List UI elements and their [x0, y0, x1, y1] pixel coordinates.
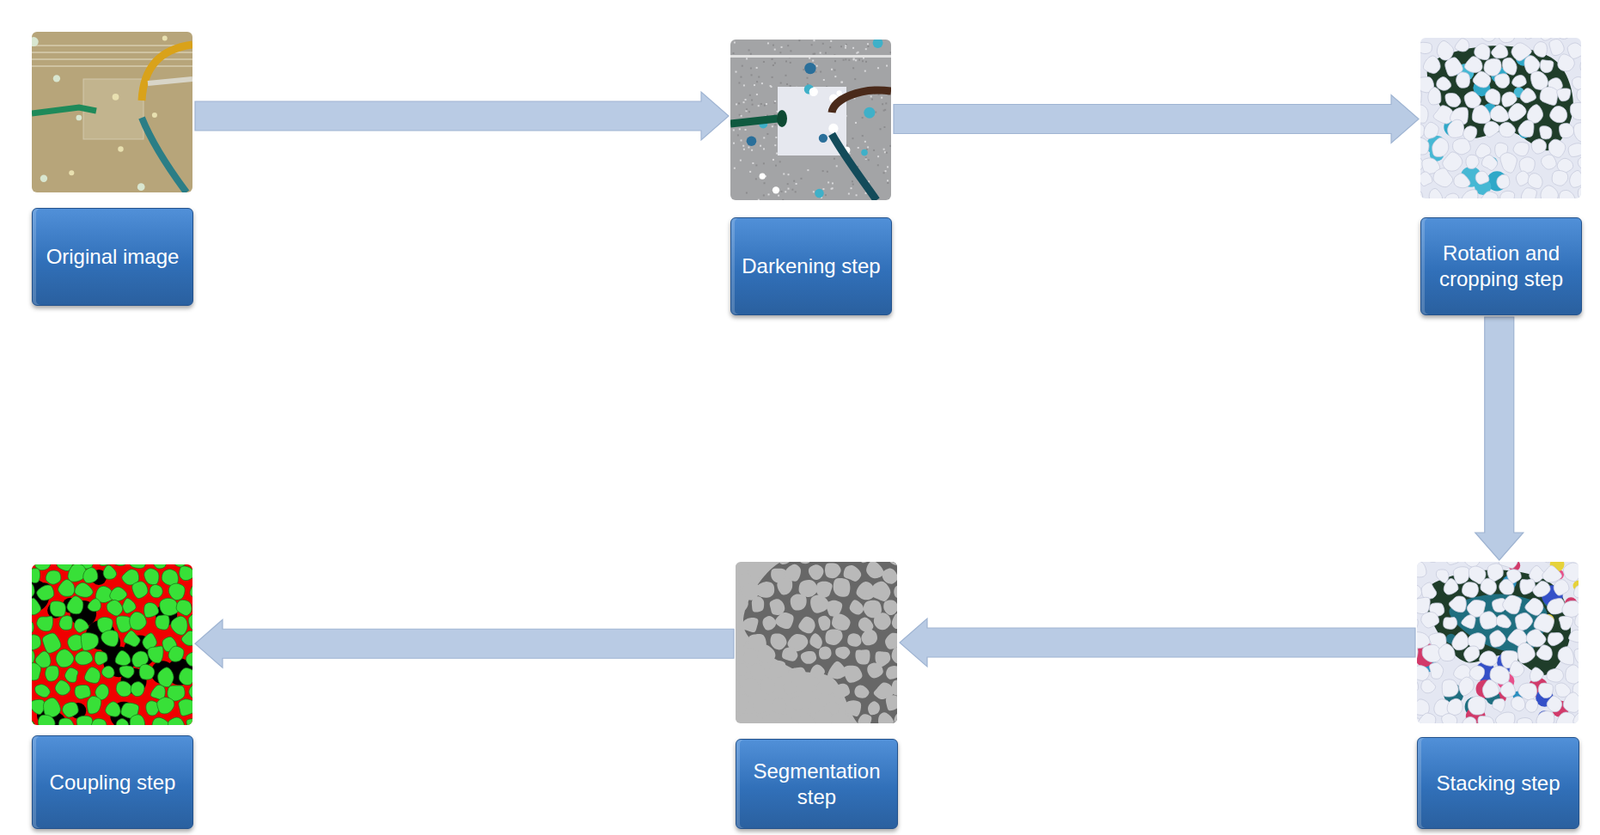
step-image: [735, 561, 898, 724]
step-button: Coupling step: [31, 735, 194, 830]
step-image: [730, 39, 892, 201]
step-button: Darkening step: [730, 217, 892, 316]
step-label: Original image: [46, 244, 180, 270]
step-label: Segmentation step: [741, 758, 892, 811]
step-button: Original image: [31, 207, 194, 306]
block-arrow: [899, 618, 1416, 667]
step-button: Segmentation step: [735, 738, 898, 830]
step-button: Stacking step: [1416, 737, 1580, 830]
block-arrow: [893, 95, 1419, 144]
step-image: [1416, 561, 1579, 724]
step-card: Coupling step: [31, 564, 194, 830]
step-card: Rotation and cropping step: [1420, 37, 1582, 316]
step-image: [1420, 37, 1582, 199]
step-card: Original image: [31, 31, 194, 306]
step-image: [31, 31, 193, 193]
step-label: Darkening step: [741, 253, 880, 280]
step-card: Darkening step: [730, 39, 892, 316]
step-image: [31, 564, 193, 726]
step-card: Stacking step: [1416, 561, 1580, 830]
block-arrow: [195, 91, 729, 141]
block-arrow: [195, 619, 734, 668]
step-label: Rotation and cropping step: [1426, 240, 1576, 293]
step-button: Rotation and cropping step: [1420, 217, 1582, 316]
step-card: Segmentation step: [735, 561, 898, 830]
step-label: Stacking step: [1435, 770, 1560, 797]
block-arrow: [1475, 317, 1524, 561]
step-label: Coupling step: [49, 769, 177, 796]
